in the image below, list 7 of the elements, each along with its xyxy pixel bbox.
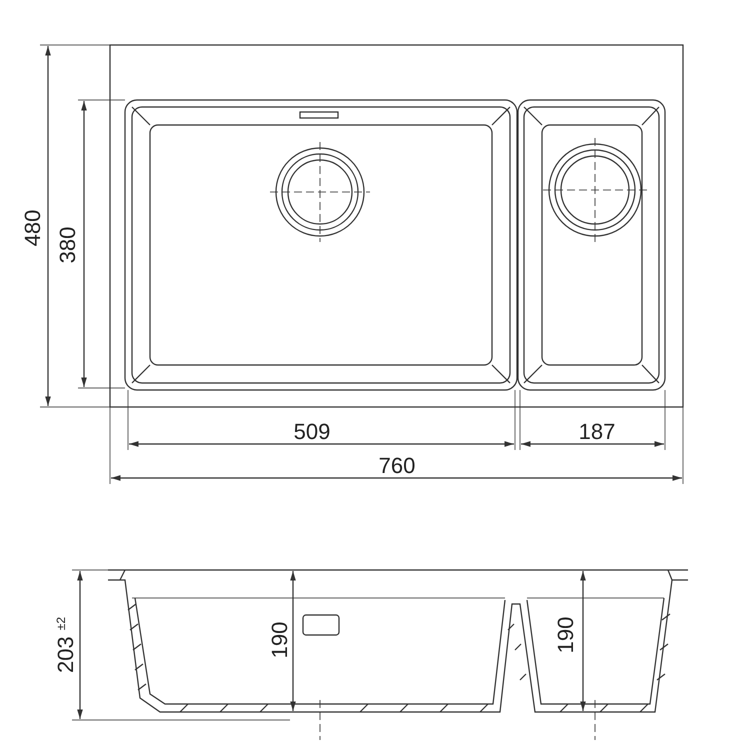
dimension-label: 480 [22,210,44,246]
dimension-label: 190 [269,622,291,658]
dimension-label: 509 [294,421,330,443]
dimension-label: 190 [555,616,577,654]
dimension-label: 760 [378,455,416,477]
dimension-label: 187 [578,421,616,443]
dimension-label: 380 [57,226,79,264]
